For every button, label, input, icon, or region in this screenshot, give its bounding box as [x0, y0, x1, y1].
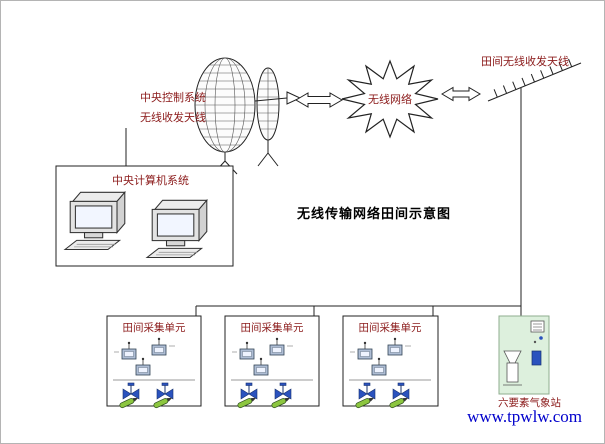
field-wireless-antenna — [487, 58, 582, 102]
field-antenna-label: 田间无线收发天线 — [481, 54, 569, 68]
field-unit-label: 田间采集单元 — [241, 321, 304, 334]
field-collection-unit-1: 田间采集单元 — [106, 315, 202, 410]
sensor-dot-icon — [539, 336, 543, 340]
field-collection-unit-2: 田间采集单元 — [224, 315, 320, 410]
starburst-shape — [341, 59, 439, 139]
double-arrow-left — [295, 92, 343, 108]
wireless-network-cloud: 无线网络 — [341, 59, 439, 139]
website-link[interactable]: www.tpwlw.com — [467, 407, 582, 426]
datalogger-icon — [531, 350, 542, 366]
feed-arm — [254, 97, 288, 102]
field-unit-label: 田间采集单元 — [123, 321, 186, 334]
weather-station-label: 六要素气象站 — [498, 396, 561, 409]
rain-gauge-body-icon — [506, 362, 519, 383]
wireless-network-label: 无线网络 — [368, 92, 412, 106]
weather-station: 六要素气象站 — [498, 315, 561, 409]
field-unit-box — [224, 315, 320, 407]
sensor-dot-icon — [533, 340, 537, 344]
double-arrow-right — [441, 86, 481, 102]
computer-system-label: 中央计算机系统 — [112, 173, 189, 187]
connector-lines — [125, 88, 522, 316]
field-unit-box — [106, 315, 202, 407]
central-computer-system: 中央计算机系统 — [55, 165, 234, 267]
diagram-title: 无线传输网络田间示意图 — [296, 206, 451, 221]
parabolic-dish-antenna — [194, 57, 302, 175]
field-unit-label: 田间采集单元 — [359, 321, 422, 334]
feed-horn — [286, 91, 302, 105]
louver-icon — [530, 320, 545, 333]
central-system-label-line2: 无线收发天线 — [140, 110, 206, 124]
field-collection-unit-3: 田间采集单元 — [342, 315, 439, 410]
central-system-label-line1: 中央控制系统 — [140, 90, 206, 104]
